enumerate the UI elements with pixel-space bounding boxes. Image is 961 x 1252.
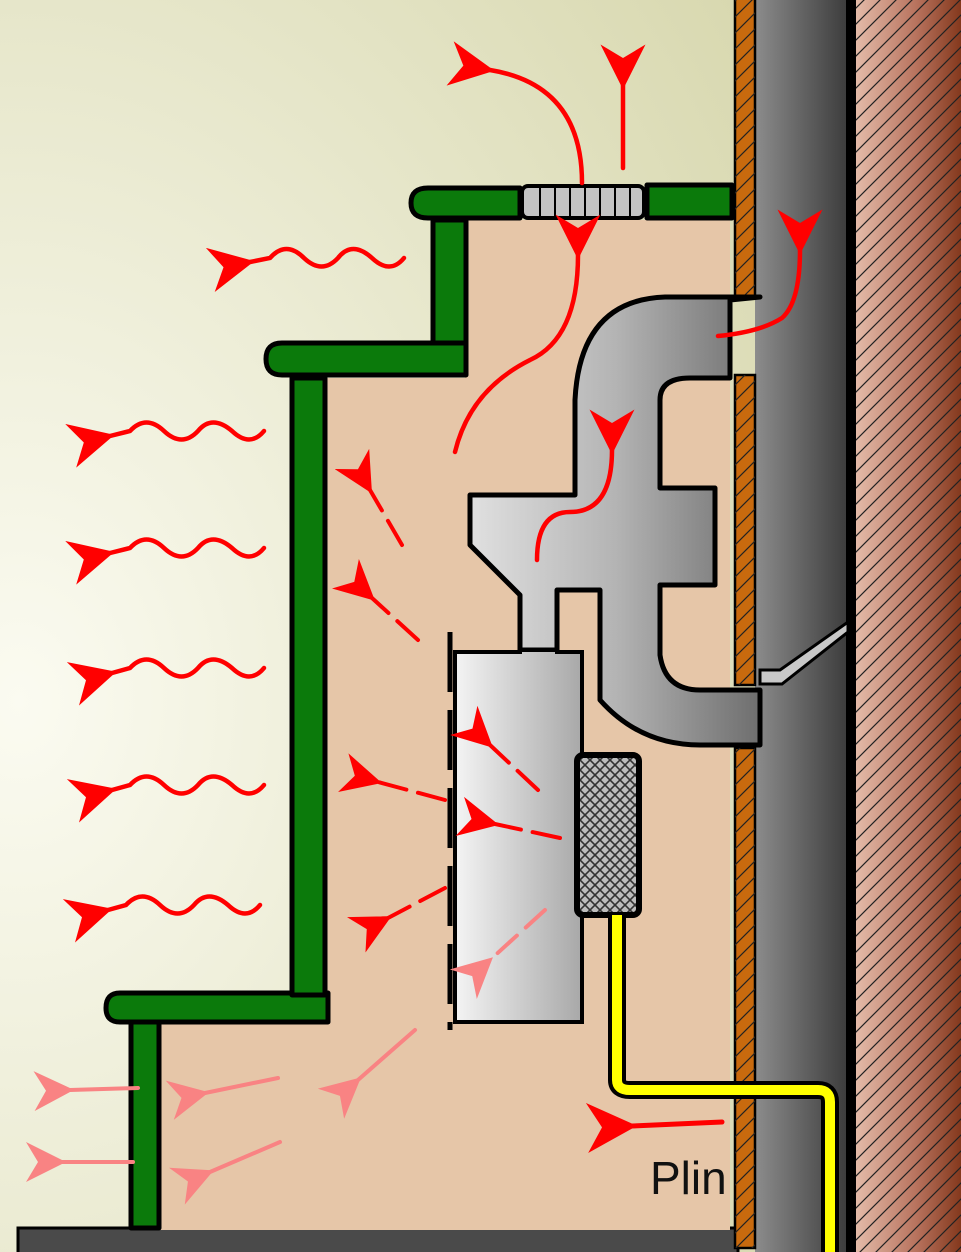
gas-inlet-arrow [585,1103,725,1153]
convection-arrows [331,448,562,953]
radiant-heat-arrows [62,246,407,943]
burner-mesh [574,752,642,918]
cool-air-arrows [25,908,547,1205]
heat-exchanger-duct [467,294,763,748]
gas-inlet-label: Plin [650,1152,727,1204]
top-vent-grille [520,184,646,220]
floor [16,1226,740,1252]
burner-body [453,648,584,1024]
chimney-wall [848,0,961,1252]
flue-channel [755,0,850,1252]
stove-casing [103,182,735,1231]
draft-diverter-flap [758,619,850,686]
hot-air-flow-arrows [446,41,823,563]
insulation-panel [733,0,757,1250]
